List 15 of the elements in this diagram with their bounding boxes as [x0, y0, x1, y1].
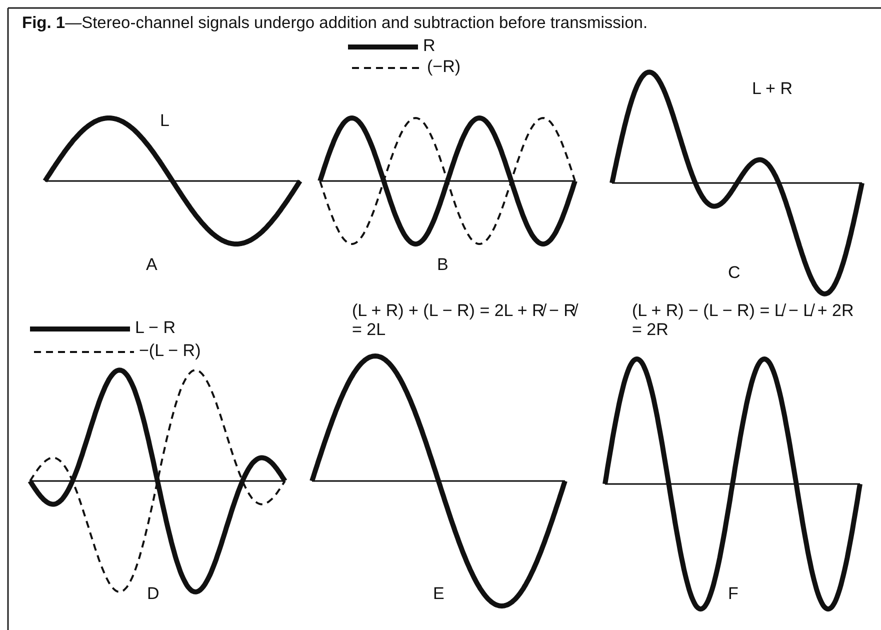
equation-text: (L + R) + (L − R) = 2L + R̸ − R̸ = 2L: [352, 302, 577, 340]
panel-letter: F: [728, 585, 738, 604]
legend-text: L − R: [135, 319, 176, 338]
signal-label: L: [160, 112, 170, 131]
panel-letter: A: [146, 256, 158, 275]
signal-label: L + R: [752, 80, 792, 99]
panel-letter: B: [437, 256, 448, 275]
legend-text: (−R): [427, 58, 461, 77]
equation-text: (L + R) − (L − R) = L̸ − L̸ + 2R = 2R: [632, 302, 855, 340]
panel-letter: E: [433, 585, 444, 604]
panel-letter: D: [147, 585, 160, 604]
panel-letter: C: [728, 264, 740, 283]
legend-text: −(L − R): [139, 342, 201, 361]
legend-text: R: [423, 37, 436, 56]
figure-title: Fig. 1—Stereo-channel signals undergo addition and subtraction before transmission.: [22, 14, 648, 33]
